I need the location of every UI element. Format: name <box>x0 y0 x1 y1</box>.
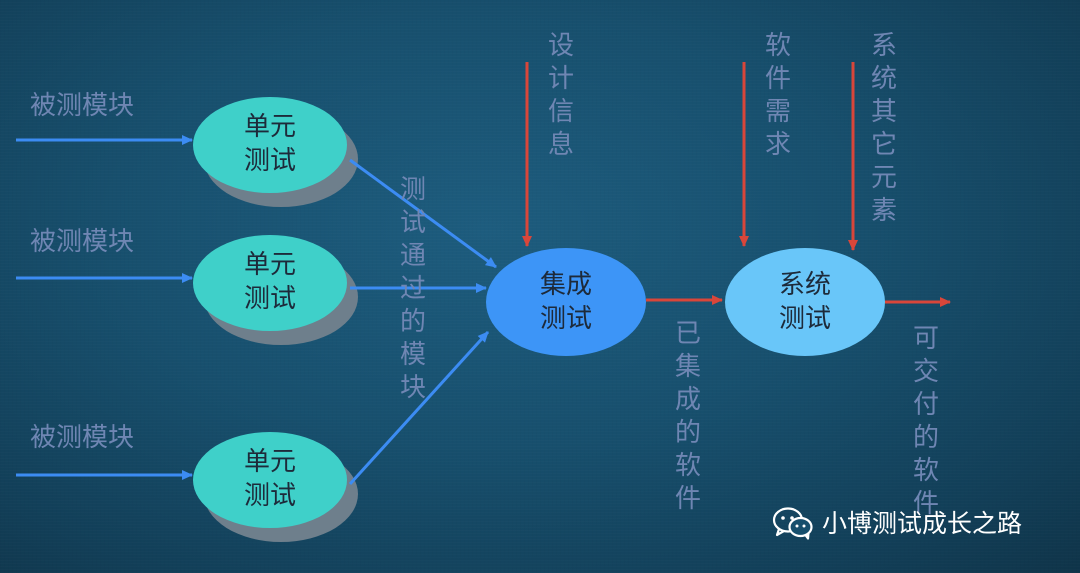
watermark: 小博测试成长之路 <box>772 506 1022 540</box>
unit-test-label-3: 单元 测试 <box>243 447 296 511</box>
unit-test-node-3 <box>193 432 347 528</box>
software-requirements-label: 软件需求 <box>764 31 791 160</box>
unit-test-node-2 <box>193 235 347 331</box>
system-test-node <box>725 248 885 356</box>
integration-test-label: 集成 测试 <box>539 270 592 334</box>
passed-modules-label: 测试通过的模块 <box>399 175 426 403</box>
other-system-elements-label: 系统其它元素 <box>870 31 897 226</box>
tested-module-label-3: 被测模块 <box>30 423 135 453</box>
design-info-label: 设计信息 <box>547 31 574 160</box>
system-test-label: 系统 测试 <box>778 270 831 334</box>
watermark-text: 小博测试成长之路 <box>822 508 1023 538</box>
integrated-software-label: 已集成的软件 <box>674 319 701 514</box>
tested-module-label-1: 被测模块 <box>30 91 135 121</box>
unit-test-label-2: 单元 测试 <box>243 250 296 314</box>
unit-test-label-1: 单元 测试 <box>243 112 296 176</box>
unit-test-node-1 <box>193 97 347 193</box>
deliverable-software-label: 可交付的软件 <box>912 324 939 519</box>
pass-arrow-1 <box>349 158 497 269</box>
integration-test-node <box>486 248 646 356</box>
tested-module-label-2: 被测模块 <box>30 227 135 257</box>
wechat-icon <box>772 506 814 540</box>
pass-arrow-3 <box>348 330 490 486</box>
